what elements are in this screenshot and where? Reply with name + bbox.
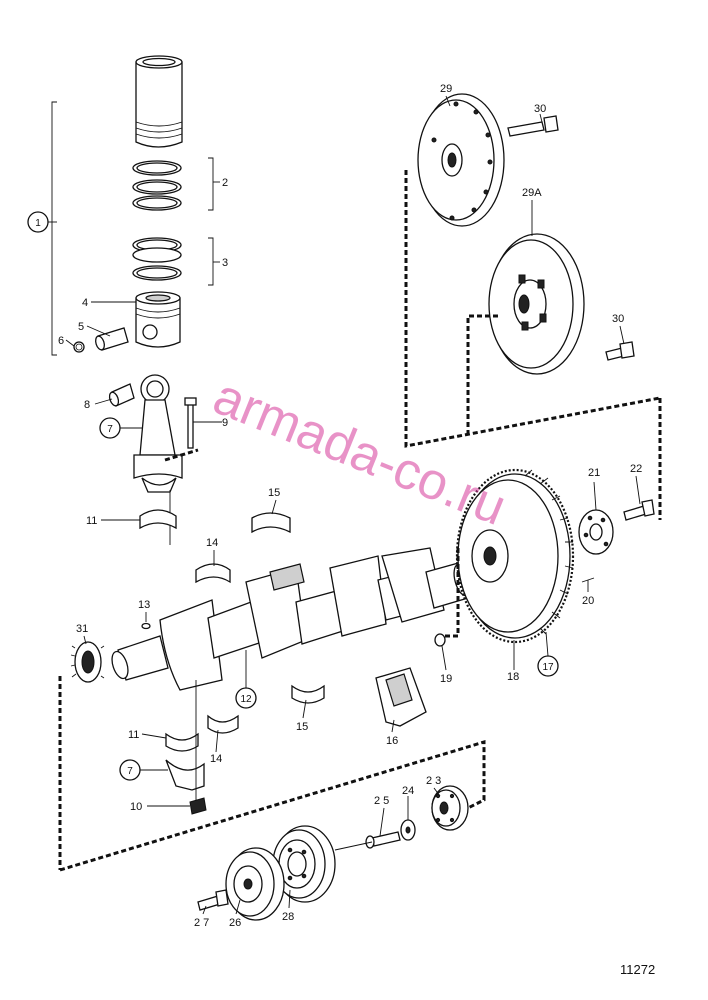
callout-4: 4 bbox=[82, 297, 88, 309]
callout-26: 26 bbox=[229, 917, 241, 929]
callout-3: 3 bbox=[222, 257, 228, 269]
clutch-disc bbox=[488, 233, 585, 375]
thrust-bearing-upper bbox=[195, 563, 231, 584]
pulley-hub bbox=[431, 785, 469, 831]
callout-5: 5 bbox=[78, 321, 84, 333]
callout-11-lower: 11 bbox=[128, 729, 139, 741]
damper-bolt bbox=[197, 889, 229, 911]
main-bearing-shell-lower bbox=[291, 684, 325, 704]
callout-21: 21 bbox=[588, 467, 600, 479]
callout-14-lower: 14 bbox=[210, 753, 222, 765]
callout-11-upper: 11 bbox=[86, 515, 97, 527]
small-end-bushing bbox=[108, 383, 135, 407]
crankshaft-pulley bbox=[272, 825, 336, 903]
callout-9: 9 bbox=[222, 417, 228, 429]
flywheel bbox=[457, 469, 574, 639]
crankshaft bbox=[111, 547, 471, 691]
callout-10: 10 bbox=[130, 801, 142, 813]
washer-plate bbox=[578, 509, 614, 555]
callout-29: 29 bbox=[440, 83, 452, 95]
callout-label: 7 bbox=[107, 424, 113, 435]
callout-20: 20 bbox=[582, 595, 594, 607]
callout-24: 24 bbox=[402, 785, 414, 797]
callout-15-lower: 15 bbox=[296, 721, 308, 733]
flex-plate bbox=[417, 93, 505, 227]
hub-washer bbox=[400, 819, 416, 841]
leader-lines bbox=[48, 95, 641, 915]
connecting-rod-cap bbox=[165, 759, 205, 791]
main-bearing-cap bbox=[375, 667, 427, 727]
flywheel-dowel bbox=[434, 633, 446, 647]
callout-16: 16 bbox=[386, 735, 398, 747]
center-bolt bbox=[365, 831, 401, 849]
drawing-number: 11272 bbox=[620, 962, 655, 977]
callout-12: 12 bbox=[235, 687, 257, 709]
big-end-bearing-upper bbox=[139, 509, 177, 530]
flywheel-bolt bbox=[623, 499, 655, 521]
vibration-damper bbox=[225, 847, 285, 921]
callout-8: 8 bbox=[84, 399, 90, 411]
connecting-rod bbox=[133, 374, 183, 493]
main-bearing-shell-upper bbox=[251, 512, 291, 534]
callout-14-upper: 14 bbox=[206, 537, 218, 549]
callout-2: 2 bbox=[222, 177, 228, 189]
connecting-rod-bolt bbox=[184, 397, 197, 449]
callout-label: 12 bbox=[240, 694, 252, 705]
callout-13: 13 bbox=[138, 599, 150, 611]
callout-label: 1 bbox=[35, 218, 41, 229]
callout-1: 1 bbox=[27, 211, 49, 233]
callout-25: 2 5 bbox=[374, 795, 389, 807]
ring-gear bbox=[455, 468, 575, 644]
big-end-bearing-lower bbox=[165, 732, 199, 752]
callout-27: 2 7 bbox=[194, 917, 209, 929]
callout-15-upper: 15 bbox=[268, 487, 280, 499]
callout-30-lower: 30 bbox=[612, 313, 624, 325]
callout-22: 22 bbox=[630, 463, 642, 475]
circlip bbox=[73, 341, 85, 353]
callout-30-upper: 30 bbox=[534, 103, 546, 115]
callout-31: 31 bbox=[76, 623, 88, 635]
callout-label: 7 bbox=[127, 766, 133, 777]
compression-rings bbox=[132, 160, 182, 211]
thrust-bearing-lower bbox=[207, 714, 239, 734]
callout-28: 28 bbox=[282, 911, 294, 923]
cylinder-liner bbox=[135, 55, 183, 148]
rod-nut bbox=[189, 797, 207, 815]
callout-6: 6 bbox=[58, 335, 64, 347]
clutch-disc-bolt bbox=[605, 341, 635, 361]
woodruff-key bbox=[141, 622, 151, 630]
flex-plate-bolt-upper bbox=[507, 115, 559, 137]
crankshaft-gear bbox=[70, 641, 105, 683]
callout-7-upper: 7 bbox=[99, 417, 121, 439]
callout-18: 18 bbox=[507, 671, 519, 683]
piston bbox=[135, 291, 181, 348]
callout-7-lower: 7 bbox=[119, 759, 141, 781]
oil-rings bbox=[132, 237, 182, 281]
callout-23: 2 3 bbox=[426, 775, 441, 787]
callout-17: 17 bbox=[537, 655, 559, 677]
callout-19: 19 bbox=[440, 673, 452, 685]
callout-29a: 29A bbox=[522, 187, 542, 199]
piston-pin bbox=[95, 327, 129, 351]
callout-label: 17 bbox=[542, 662, 554, 673]
